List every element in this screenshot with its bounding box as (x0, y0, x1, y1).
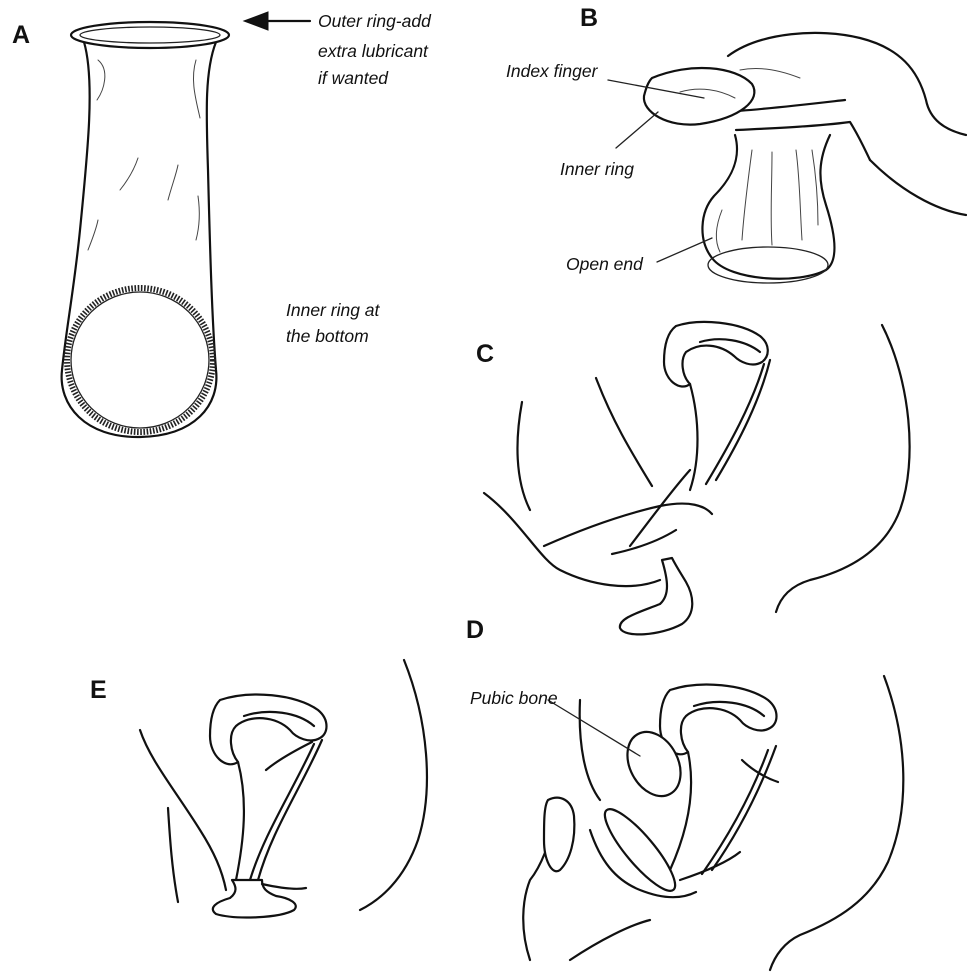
panel-c-letter: C (476, 340, 494, 368)
panel-d: D Pubic bone (466, 616, 903, 970)
panel-a-letter: A (12, 21, 30, 49)
arrow-head (244, 12, 268, 30)
body-contour-left (140, 730, 226, 890)
outer-ring-label-line-1: Outer ring-add (318, 11, 432, 31)
inner-ring-bottom-label-line-1: Inner ring at (286, 300, 381, 320)
condom-outer-end (620, 558, 692, 634)
body-contour (776, 325, 910, 612)
canal-line (716, 360, 770, 480)
canal-line (258, 740, 322, 880)
hand-thumb (612, 530, 676, 554)
wrist (870, 160, 966, 215)
uterus (660, 685, 777, 755)
fold-line (120, 158, 138, 190)
index-finger-label: Index finger (506, 61, 599, 81)
inner-ring-bottom-label-line-2: the bottom (286, 326, 369, 346)
body-contour (770, 676, 903, 970)
panel-c: C (476, 322, 910, 634)
panel-b: B Index finger Inner ring Open end (506, 4, 966, 283)
condom-in-canal (250, 744, 314, 880)
thigh-line (596, 378, 652, 486)
condom-body (630, 470, 690, 546)
condom-sheath (702, 135, 834, 279)
panel-b-letter: B (580, 4, 598, 32)
inner-ring-edge (71, 292, 209, 428)
pubic-bone-label: Pubic bone (470, 688, 558, 708)
open-end-label: Open end (566, 254, 644, 274)
canal-line (690, 384, 698, 490)
thigh-line (168, 808, 178, 902)
index-finger (644, 68, 755, 125)
outer-ring (71, 22, 229, 48)
fold-line (97, 60, 105, 100)
outer-ring-arrow (244, 12, 310, 30)
panel-e-letter: E (90, 676, 107, 704)
inner-ring-label: Inner ring (560, 159, 634, 179)
hand-thumb (544, 798, 574, 872)
open-end-pointer (657, 238, 712, 262)
uterus (664, 322, 768, 387)
canal-line (236, 762, 244, 880)
hand-b-illustration (644, 33, 966, 283)
pubic-bone-pointer (548, 700, 640, 756)
outer-ring-label-line-2: extra lubricant (318, 41, 429, 61)
fold-line (168, 165, 178, 200)
sheath-outline (62, 42, 217, 437)
anatomy-e-illustration (140, 660, 427, 917)
panel-a: A Outer ring-add extra lubricant if want… (12, 11, 432, 437)
fold-line (88, 220, 98, 250)
hand-back (728, 33, 966, 135)
finger-bottom (736, 122, 870, 160)
canal-line (712, 746, 776, 870)
inner-ring-pointer (616, 112, 658, 148)
thigh-line (580, 700, 600, 800)
hand-finger (544, 504, 712, 546)
inner-ring (67, 288, 213, 432)
panel-d-letter: D (466, 616, 484, 644)
condom-a-illustration (62, 22, 229, 437)
outer-ring-label-line-3: if wanted (318, 68, 389, 88)
fold-line (193, 60, 200, 118)
outer-ring (596, 801, 684, 899)
body-contour (360, 660, 427, 910)
condom-in-canal (706, 364, 764, 484)
thigh-line (517, 402, 530, 510)
fold-line (196, 196, 199, 240)
anatomy-c-illustration (484, 322, 910, 634)
panel-e: E (90, 660, 427, 917)
